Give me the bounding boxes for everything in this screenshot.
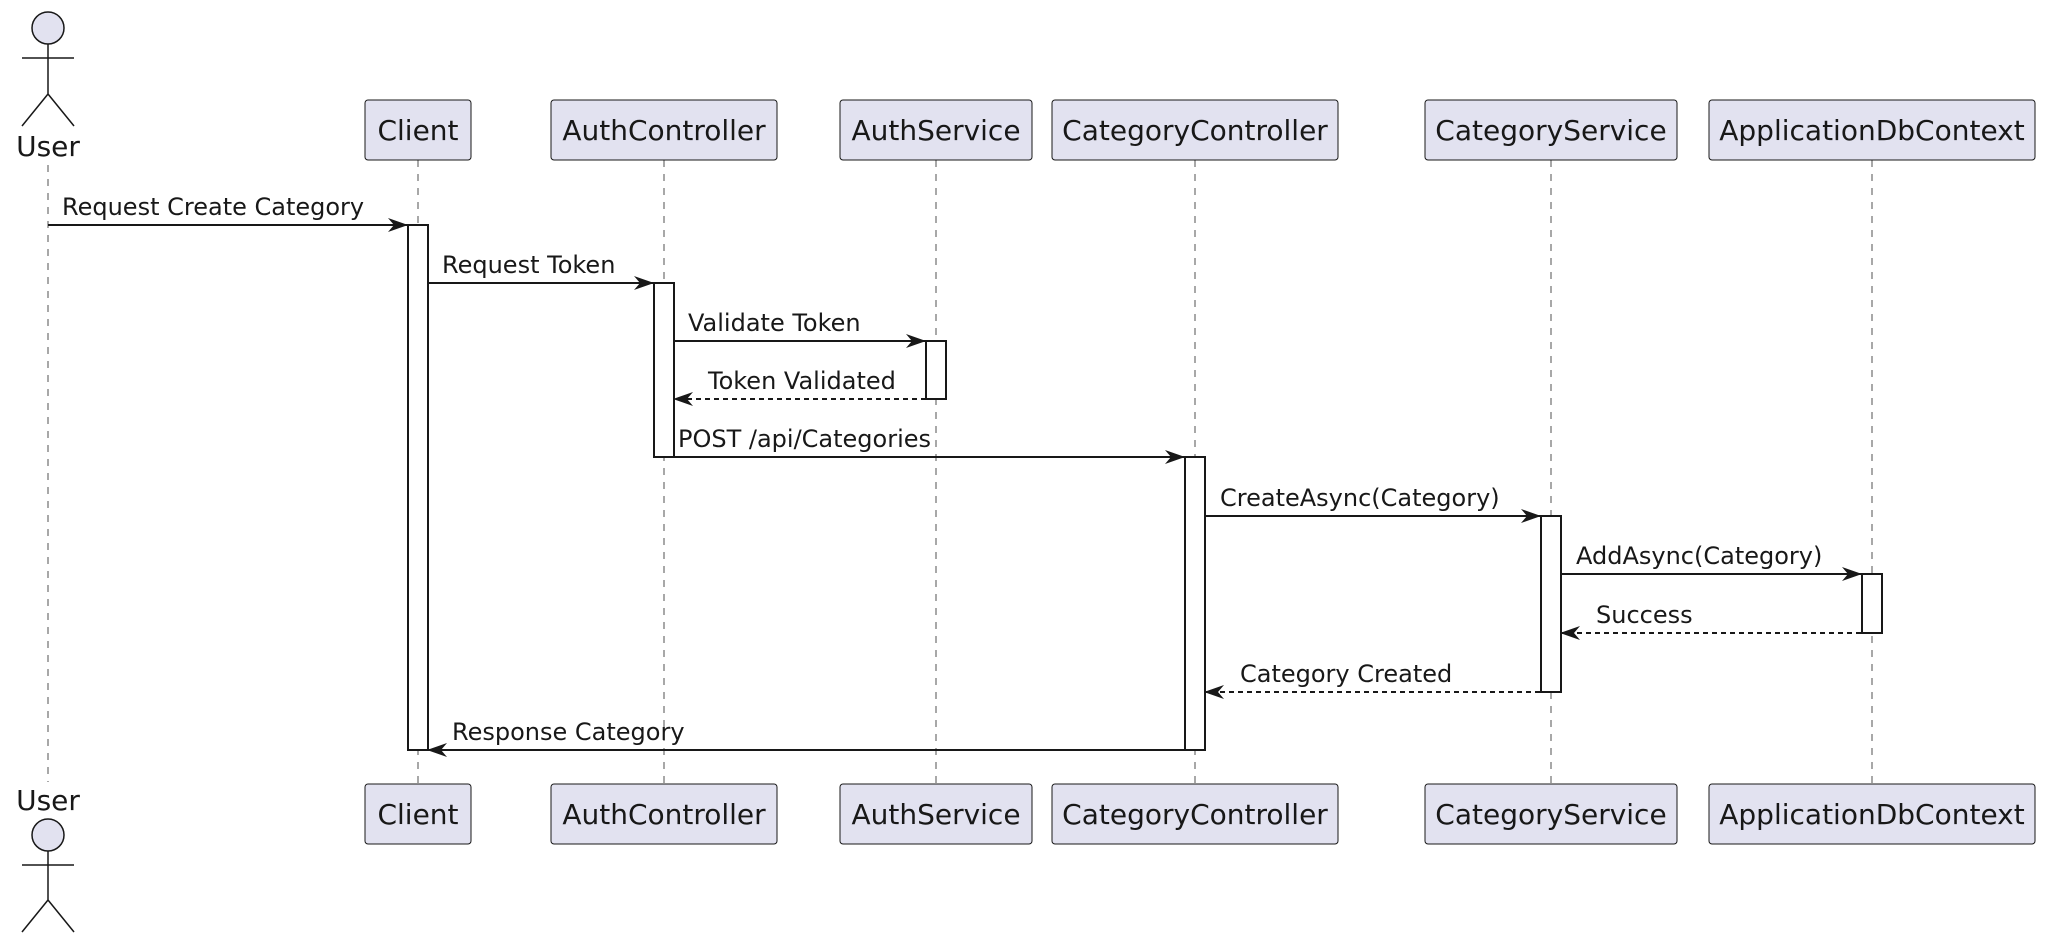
participant-application-db-context-bottom: ApplicationDbContext xyxy=(1708,783,2036,845)
participant-client-bottom: Client xyxy=(364,783,472,845)
message-label: POST /api/Categories xyxy=(678,425,931,453)
participant-box xyxy=(1708,783,2036,845)
participant-box xyxy=(839,99,1033,161)
participant-label: CategoryService xyxy=(1435,798,1666,831)
participant-box xyxy=(1424,783,1678,845)
participant-box xyxy=(1051,783,1339,845)
participant-label: ApplicationDbContext xyxy=(1719,798,2024,831)
participant-auth-service-bottom: AuthService xyxy=(839,783,1033,845)
participant-label: ApplicationDbContext xyxy=(1719,114,2024,147)
actor-body xyxy=(21,851,75,933)
activation-application-db-context xyxy=(1861,573,1883,634)
participant-category-service-top: CategoryService xyxy=(1424,99,1678,161)
participant-client-top: Client xyxy=(364,99,472,161)
participant-label: CategoryService xyxy=(1435,114,1666,147)
actor-label-top: User xyxy=(16,130,80,163)
message-label: Response Category xyxy=(452,718,685,746)
participant-label: AuthController xyxy=(562,114,766,147)
participant-box xyxy=(550,783,778,845)
activation-auth-controller xyxy=(653,282,675,458)
participant-auth-controller-top: AuthController xyxy=(550,99,778,161)
participant-box xyxy=(364,783,472,845)
actor-user-bottom: User xyxy=(16,784,80,933)
message-label: CreateAsync(Category) xyxy=(1220,484,1500,512)
participant-category-service-bottom: CategoryService xyxy=(1424,783,1678,845)
participant-application-db-context-top: ApplicationDbContext xyxy=(1708,99,2036,161)
participant-label: CategoryController xyxy=(1062,798,1328,831)
activation-category-service xyxy=(1540,515,1562,693)
participant-box xyxy=(1051,99,1339,161)
participant-box xyxy=(839,783,1033,845)
actor-head xyxy=(31,11,65,45)
message-label: Category Created xyxy=(1240,660,1452,688)
participant-box xyxy=(1708,99,2036,161)
actor-label-bottom: User xyxy=(16,784,80,817)
participant-label: AuthService xyxy=(851,114,1020,147)
participant-label: CategoryController xyxy=(1062,114,1328,147)
message-label: Request Create Category xyxy=(62,193,364,221)
message-label: AddAsync(Category) xyxy=(1576,542,1822,570)
lifelines xyxy=(47,160,1873,784)
participant-label: AuthService xyxy=(851,798,1020,831)
actor-body xyxy=(21,44,75,127)
message-label: Request Token xyxy=(442,251,615,279)
message-label: Validate Token xyxy=(688,309,861,337)
activation-bars xyxy=(407,224,1883,751)
participant-box xyxy=(1424,99,1678,161)
participant-box xyxy=(550,99,778,161)
participant-auth-controller-bottom: AuthController xyxy=(550,783,778,845)
activation-auth-service xyxy=(925,340,947,400)
activation-client xyxy=(407,224,429,751)
activation-category-controller xyxy=(1184,456,1206,751)
message-label: Success xyxy=(1596,601,1693,629)
actor-head xyxy=(31,818,65,852)
message-label: Token Validated xyxy=(707,367,896,395)
participant-box xyxy=(364,99,472,161)
participant-label: Client xyxy=(377,114,458,147)
participant-auth-service-top: AuthService xyxy=(839,99,1033,161)
participant-label: Client xyxy=(377,798,458,831)
participant-category-controller-top: CategoryController xyxy=(1051,99,1339,161)
participant-label: AuthController xyxy=(562,798,766,831)
actor-user-top: User xyxy=(16,11,80,163)
participant-category-controller-bottom: CategoryController xyxy=(1051,783,1339,845)
